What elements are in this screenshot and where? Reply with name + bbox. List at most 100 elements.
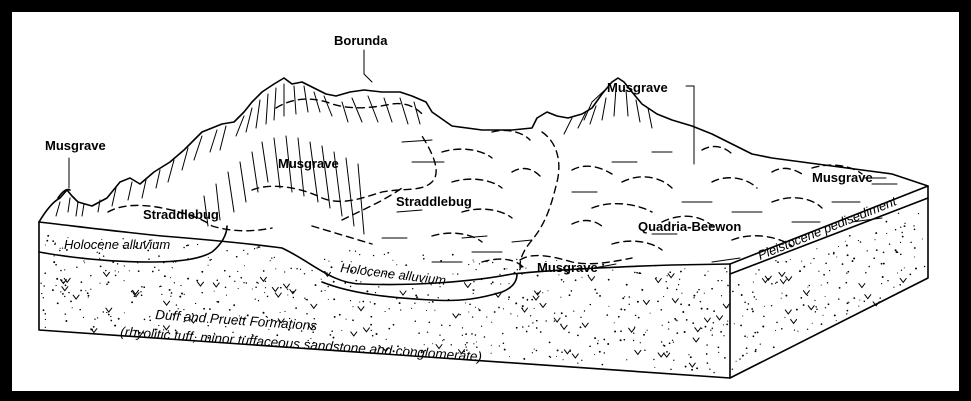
stipple-dot [370,301,371,302]
tuff-mark [786,277,792,281]
stipple-dot [311,270,312,271]
stipple-dot [87,292,89,294]
stipple-dot [509,356,510,357]
stipple-dot [414,303,415,304]
stipple-dot [721,280,722,281]
stipple-dot [265,287,266,288]
stipple-dot [839,287,841,289]
stipple-dot [240,277,242,279]
stipple-dot [45,319,46,320]
stipple-dot [603,339,605,341]
stipple-dot [465,333,467,335]
tuff-mark [91,329,97,333]
stipple-dot [775,330,776,331]
stipple-dot [597,343,599,345]
stipple-dot [366,290,368,292]
stipple-dot [893,287,894,288]
stipple-dot [528,326,529,327]
stipple-dot [645,332,646,333]
stipple-dot [325,290,326,291]
stipple-dot [781,328,783,330]
stipple-dot [83,317,84,318]
stipple-dot [720,331,722,333]
stipple-dot [346,319,347,320]
stipple-dot [797,331,798,332]
stipple-dot [259,247,260,248]
stipple-dot [900,242,901,243]
tuff-mark [779,272,785,276]
label-musgrave-right: Musgrave [812,170,873,185]
stipple-dot [868,266,870,268]
stipple-dot [83,260,84,261]
stipple-dot [90,275,92,277]
stipple-dot [475,307,476,308]
stipple-dot [478,308,479,309]
stipple-dot [267,296,269,298]
stipple-dot [88,297,89,298]
stipple-dot [516,327,518,329]
stipple-dot [62,293,64,295]
stipple-dot [704,274,706,276]
stipple-dot [615,266,617,268]
stipple-dot [781,293,782,294]
stipple-dot [479,309,481,311]
stipple-dot [599,351,601,353]
stipple-dot [655,265,656,266]
stipple-dot [569,294,571,296]
stipple-dot [739,358,740,359]
stipple-dot [858,306,859,307]
stipple-dot [849,235,851,237]
stipple-dot [724,357,726,359]
stipple-dot [653,359,654,360]
stipple-dot [43,285,45,287]
stipple-dot [503,342,505,344]
stipple-dot [684,268,685,269]
stipple-dot [571,290,573,292]
stipple-dot [599,295,601,297]
stipple-dot [362,301,364,303]
stipple-dot [280,287,282,289]
stipple-dot [706,353,708,355]
stipple-dot [116,260,117,261]
tuff-mark [689,363,695,367]
stipple-dot [755,349,757,351]
stipple-dot [359,302,360,303]
soil-boundaries [108,99,862,274]
stipple-dot [170,296,171,297]
stipple-dot [754,332,756,334]
stipple-dot [52,240,54,242]
stipple-dot [692,322,694,324]
stipple-dot [236,256,238,258]
diagram-panel: Borunda Musgrave Musgrave Musgrave Musgr… [12,12,959,391]
stipple-dot [809,285,810,286]
stipple-dot [696,367,698,369]
stipple-dot [517,269,518,270]
stipple-dot [771,283,773,285]
tuff-mark [62,287,68,291]
stipple-dot [385,311,386,312]
tuff-mark [664,353,670,357]
tuff-mark [723,304,729,308]
stipple-dot [161,294,162,295]
stipple-dot [296,268,297,269]
stipple-dot [131,301,133,303]
stipple-dot [823,274,825,276]
stipple-dot [418,332,420,334]
stipple-dot [179,296,181,298]
stipple-dot [233,304,235,306]
stipple-dot [174,282,175,283]
stipple-dot [828,253,829,254]
stipple-dot [864,301,866,303]
stipple-dot [757,332,759,334]
stipple-dot [180,285,181,286]
stipple-dot [821,323,823,325]
stipple-dot [201,292,203,294]
stipple-dot [753,335,755,337]
stipple-dot [72,307,73,308]
stipple-dot [256,247,257,248]
hachures-left-foothill [56,198,78,216]
stipple-dot [614,331,616,333]
stipple-dot [449,325,451,327]
stipple-dot [676,289,678,291]
stipple-dot [479,263,480,264]
